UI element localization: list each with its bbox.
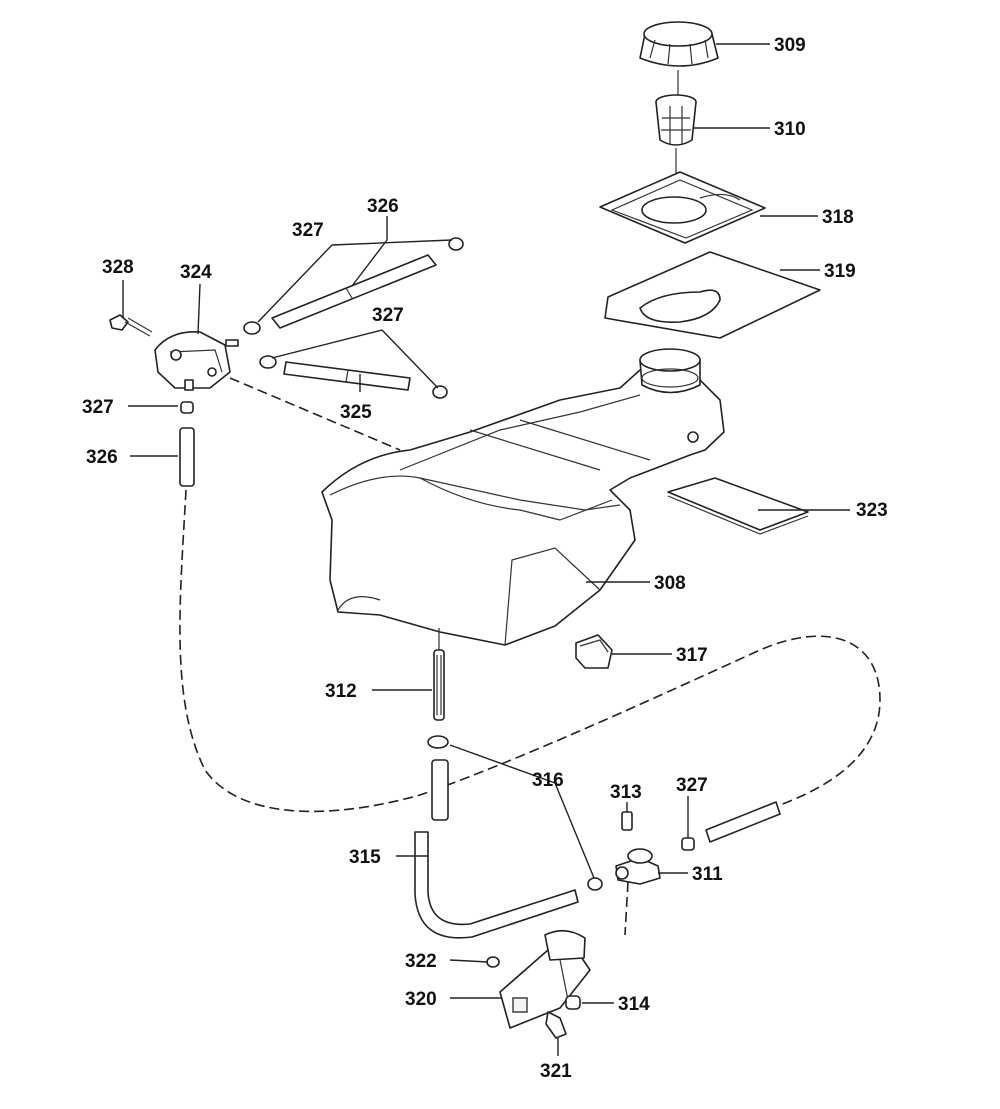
callout-323: 323 [856,500,888,521]
bracket-grommet [565,995,581,1010]
callout-328: 328 [102,257,134,278]
valve-screw [621,811,633,831]
hose-clips-upper [243,237,464,399]
pickup-filter [433,628,445,721]
mounting-bracket [499,929,591,1029]
callout-309: 309 [774,35,806,56]
fuel-pump [154,331,239,391]
callout-316: 316 [532,770,564,791]
tank-pad [667,477,809,535]
leader-lines [122,43,850,1056]
fuel-cap [639,21,719,67]
gasket-sheet [604,251,821,339]
callout-319: 319 [824,261,856,282]
bracket-bolt [545,1011,567,1039]
bracket-clip [486,956,500,968]
gasket-plate [599,171,766,244]
callout-314: 314 [618,994,650,1015]
callout-327-mid: 327 [372,305,404,326]
fuel-tank [321,348,725,646]
mounting-screw [109,314,153,337]
fuel-valve [615,848,661,885]
callout-324: 324 [180,262,212,283]
callout-310: 310 [774,119,806,140]
cushion-block [575,634,613,669]
callout-327-bottom: 327 [676,775,708,796]
fuel-line-dashed-paths [179,377,881,936]
clip-316 [427,735,603,891]
callout-312: 312 [325,681,357,702]
fuel-strainer [655,94,697,146]
callout-315: 315 [349,847,381,868]
valve-clip [681,837,695,851]
callout-326-top: 326 [367,196,399,217]
hose-left [179,427,195,487]
callout-327-left: 327 [82,397,114,418]
callout-320: 320 [405,989,437,1010]
hose-right [705,801,781,843]
hose-short [431,759,449,821]
callout-313: 313 [610,782,642,803]
callout-327-top: 327 [292,220,324,241]
callout-326-left: 326 [86,447,118,468]
hose-clip-left [180,401,194,414]
callout-311: 311 [692,864,723,885]
callout-321: 321 [540,1061,572,1082]
hose-middle [283,361,411,391]
callout-325: 325 [340,402,372,423]
callout-308: 308 [654,573,686,594]
part-number-callouts: 309 310 318 319 326 327 328 324 327 325 … [82,35,888,1082]
callout-317: 317 [676,645,708,666]
hose-315-curved [414,831,579,939]
callout-318: 318 [822,207,854,228]
hose-upper [271,254,437,329]
callout-322: 322 [405,951,437,972]
